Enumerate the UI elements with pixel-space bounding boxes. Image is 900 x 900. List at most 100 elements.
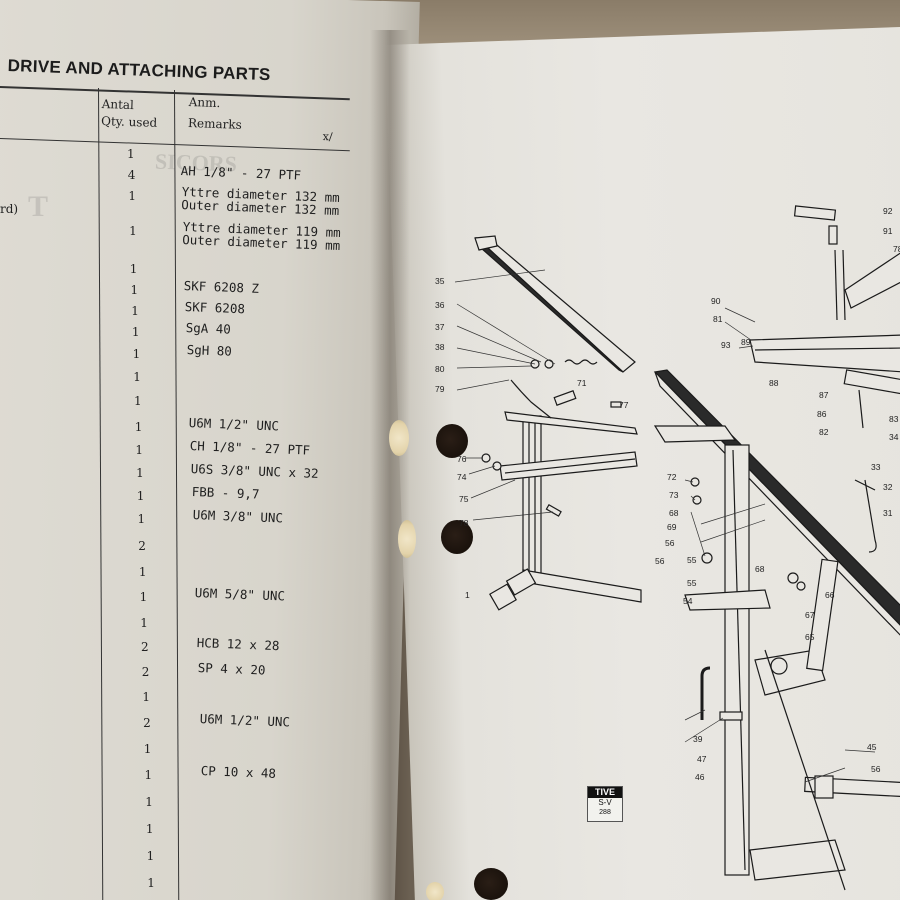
remark-text: HCB 12 x 28 xyxy=(196,635,280,654)
exploded-parts-diagram: 9291789081938988878682833435363738807971… xyxy=(435,205,900,891)
remark-cell: U6M 3/8" UNC xyxy=(192,507,284,526)
part-callout: 90 xyxy=(711,296,721,306)
qty-cell: 1 xyxy=(145,822,154,836)
qty-cell: 1 xyxy=(146,849,155,863)
part-callout: 66 xyxy=(825,590,835,600)
catalog-stamp: TIVE S-V 288 xyxy=(587,786,623,822)
part-callout: 36 xyxy=(435,300,445,310)
remark-text: SKF 6208 Z xyxy=(183,278,260,296)
part-callout: 55 xyxy=(687,578,697,588)
remark-cell: SP 4 x 20 xyxy=(197,660,266,678)
remark-cell: U6M 1/2" UNC xyxy=(199,711,290,730)
part-callout: 34 xyxy=(889,432,899,442)
qty-cell: 1 xyxy=(137,512,146,526)
part-callout: 74 xyxy=(457,472,467,482)
part-callout: 79 xyxy=(435,384,445,394)
part-callout: 71 xyxy=(577,378,587,388)
remark-cell: SgH 80 xyxy=(186,342,232,359)
part-callout: 68 xyxy=(755,564,765,574)
qty-cell: 1 xyxy=(142,690,151,704)
stamp-number: 288 xyxy=(599,809,611,816)
part-callout: 47 xyxy=(697,754,707,764)
qty-header-sv: Antal xyxy=(101,96,135,113)
qty-cell: 2 xyxy=(141,640,149,654)
remark-text: SgA 40 xyxy=(185,320,232,337)
part-callout: 55 xyxy=(687,555,697,565)
page-gutter xyxy=(370,30,410,900)
qty-cell: 1 xyxy=(127,147,135,161)
qty-cell: 4 xyxy=(127,168,136,182)
part-callout: 65 xyxy=(805,632,815,642)
part-callout: 91 xyxy=(883,226,893,236)
qty-cell: 1 xyxy=(138,565,147,579)
qty-cell: 1 xyxy=(128,189,137,203)
qty-cell: 1 xyxy=(140,616,148,630)
qty-cell: 1 xyxy=(129,262,138,276)
qty-cell: 1 xyxy=(132,347,141,361)
qty-cell: 1 xyxy=(139,590,148,604)
remarks-footnote-mark: x/ xyxy=(322,129,333,144)
stamp-code: TIVE xyxy=(588,787,622,798)
remarks-header-sv: Anm. xyxy=(188,94,221,111)
remark-text: U6M 3/8" UNC xyxy=(192,507,284,526)
remark-text: U6M 1/2" UNC xyxy=(199,711,290,730)
side-note: rd) xyxy=(0,202,19,216)
punch-hole xyxy=(389,420,409,456)
stamp-series: S-V xyxy=(598,798,612,807)
part-callout: 69 xyxy=(667,522,677,532)
part-callout: 35 xyxy=(435,276,445,286)
punch-hole xyxy=(474,868,508,900)
remark-cell: U6M 5/8" UNC xyxy=(194,585,286,604)
remarks-header: Anm. Remarks xyxy=(188,94,243,134)
bleed-through-letter: T xyxy=(28,190,49,223)
part-callout: 46 xyxy=(695,772,705,782)
remark-cell: SKF 6208 xyxy=(185,299,246,316)
punch-hole xyxy=(436,424,468,458)
part-callout: 38 xyxy=(435,342,445,352)
remark-cell: HCB 12 x 28 xyxy=(196,635,280,654)
part-callout: 68 xyxy=(669,508,679,518)
qty-cell: 1 xyxy=(129,224,137,238)
part-callout: 82 xyxy=(819,427,829,437)
part-callout: 1 xyxy=(465,590,470,600)
part-callout: 67 xyxy=(805,610,815,620)
remarks-header-en: Remarks xyxy=(187,115,243,132)
remark-text: CP 10 x 48 xyxy=(200,763,277,781)
punch-hole xyxy=(398,520,416,558)
part-callout: 93 xyxy=(721,340,731,350)
part-callout: 75 xyxy=(459,494,469,504)
qty-cell: 1 xyxy=(147,876,155,890)
part-callout: 56 xyxy=(665,538,675,548)
qty-cell: 1 xyxy=(134,420,143,434)
part-callout: 89 xyxy=(741,337,751,347)
part-callout: 56 xyxy=(871,764,881,774)
remark-text: U6M 5/8" UNC xyxy=(194,585,286,604)
part-callout: 78 xyxy=(893,244,900,254)
part-callout: 83 xyxy=(889,414,899,424)
qty-cell: 1 xyxy=(131,325,140,339)
part-callout: 33 xyxy=(871,462,881,472)
remark-cell: SKF 6208 Z xyxy=(183,278,260,296)
part-callout: 31 xyxy=(883,508,893,518)
qty-cell: 1 xyxy=(131,304,139,318)
part-callout: 54 xyxy=(683,596,693,606)
remark-text: SP 4 x 20 xyxy=(197,660,266,678)
qty-cell: 1 xyxy=(145,795,153,809)
qty-cell: 1 xyxy=(135,443,144,457)
part-callout: 78 xyxy=(459,518,469,528)
qty-cell: 1 xyxy=(130,283,139,297)
part-callout: 45 xyxy=(867,742,877,752)
part-callout: 87 xyxy=(819,390,829,400)
qty-cell: 2 xyxy=(143,716,151,730)
punch-hole xyxy=(426,882,444,900)
remark-text: U6M 1/2" UNC xyxy=(188,415,280,434)
qty-cell: 1 xyxy=(144,768,153,782)
remark-cell: FBB - 9,7 xyxy=(191,484,259,502)
remark-cell: SgA 40 xyxy=(185,320,232,337)
part-callout: 73 xyxy=(669,490,679,500)
part-callout: 80 xyxy=(435,364,445,374)
qty-cell: 1 xyxy=(134,394,142,408)
qty-header: Antal Qty. used xyxy=(101,96,158,132)
